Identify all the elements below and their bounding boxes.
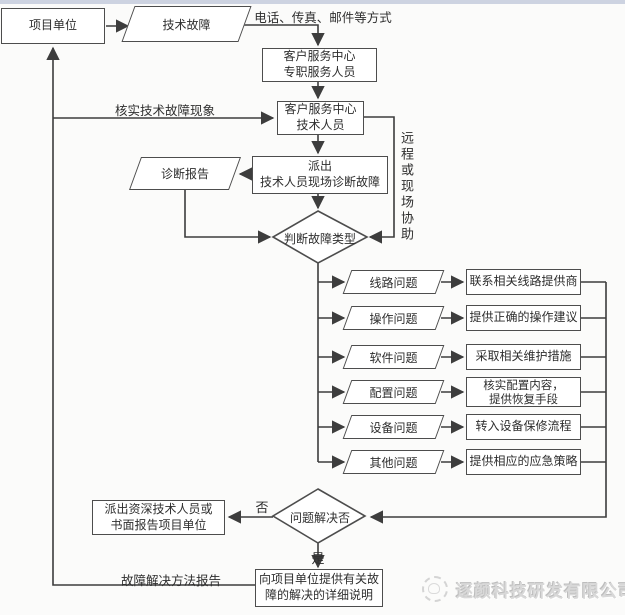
node-service-center-staff: 客户服务中心 专职服务人员: [262, 48, 377, 82]
diamond-problem-solved: [271, 488, 367, 544]
node-action-operation: 提供正确的操作建议: [466, 305, 581, 331]
label-fault-solution-report: 故障解决方法报告: [120, 573, 221, 588]
edge-actions-collector: [371, 281, 607, 517]
diamond-judge-fault-type: [271, 210, 369, 264]
branch-software-label: 软件问题: [369, 350, 418, 365]
label-verify-fault: 核实技术故障现象: [114, 103, 215, 118]
node-branch-line: 线路问题: [347, 270, 440, 294]
label-yes: 是: [311, 552, 325, 567]
scan-edge-strip: [0, 0, 625, 4]
node-dispatch-onsite: 派出 技术人员现场诊断故障: [252, 156, 388, 194]
edge-tech-right-loop: [364, 116, 395, 244]
node-action-other: 提供相应的应急策略: [466, 449, 581, 475]
watermark-company-name: 逐颜科技研发有限公司: [456, 581, 625, 602]
node-branch-device: 设备问题: [347, 415, 440, 439]
label-contact-methods: 电话、传真、邮件等方式: [254, 10, 392, 25]
label-judge-fault-type: 判断故障类型: [283, 232, 356, 246]
node-service-center-tech: 客户服务中心 技术人员: [277, 101, 364, 135]
node-project-unit: 项目单位: [1, 8, 105, 44]
node-action-line: 联系相关线路提供商: [466, 269, 581, 295]
label-remote-assist: 远程或现场协助: [398, 131, 413, 243]
node-branch-config: 配置问题: [347, 380, 440, 404]
node-senior-dispatch: 派出资深技术人员或 书面报告项目单位: [92, 500, 225, 535]
branch-other-label: 其他问题: [369, 455, 418, 470]
label-no: 否: [255, 501, 269, 516]
node-branch-other: 其他问题: [347, 450, 440, 474]
node-action-software: 采取相关维护措施: [466, 344, 581, 370]
watermark: 逐颜科技研发有限公司: [422, 576, 625, 602]
node-branch-software: 软件问题: [347, 345, 440, 369]
branch-line-label: 线路问题: [369, 275, 418, 290]
edge-fault-to-staff: [238, 24, 325, 47]
node-tech-fault-label: 技术故障: [162, 17, 211, 32]
node-action-config: 核实配置内容， 提供恢复手段: [466, 377, 581, 407]
node-action-device: 转入设备保修流程: [466, 414, 581, 440]
edge-return-to-project: [46, 46, 255, 586]
watermark-logo-icon: [422, 576, 448, 602]
node-tech-fault: 技术故障: [128, 6, 245, 42]
node-branch-operation: 操作问题: [347, 306, 440, 330]
edge-report-to-judge: [184, 190, 272, 244]
branch-config-label: 配置问题: [369, 385, 418, 400]
branch-device-label: 设备问题: [369, 420, 418, 435]
node-provide-explanation: 向项目单位提供有关故 障的解决的详细说明: [255, 569, 383, 607]
label-problem-solved: 问题解决否: [289, 511, 350, 525]
branch-operation-label: 操作问题: [369, 311, 418, 326]
node-diagnosis-report: 诊断报告: [135, 157, 235, 190]
node-diagnosis-report-label: 诊断报告: [160, 167, 209, 181]
